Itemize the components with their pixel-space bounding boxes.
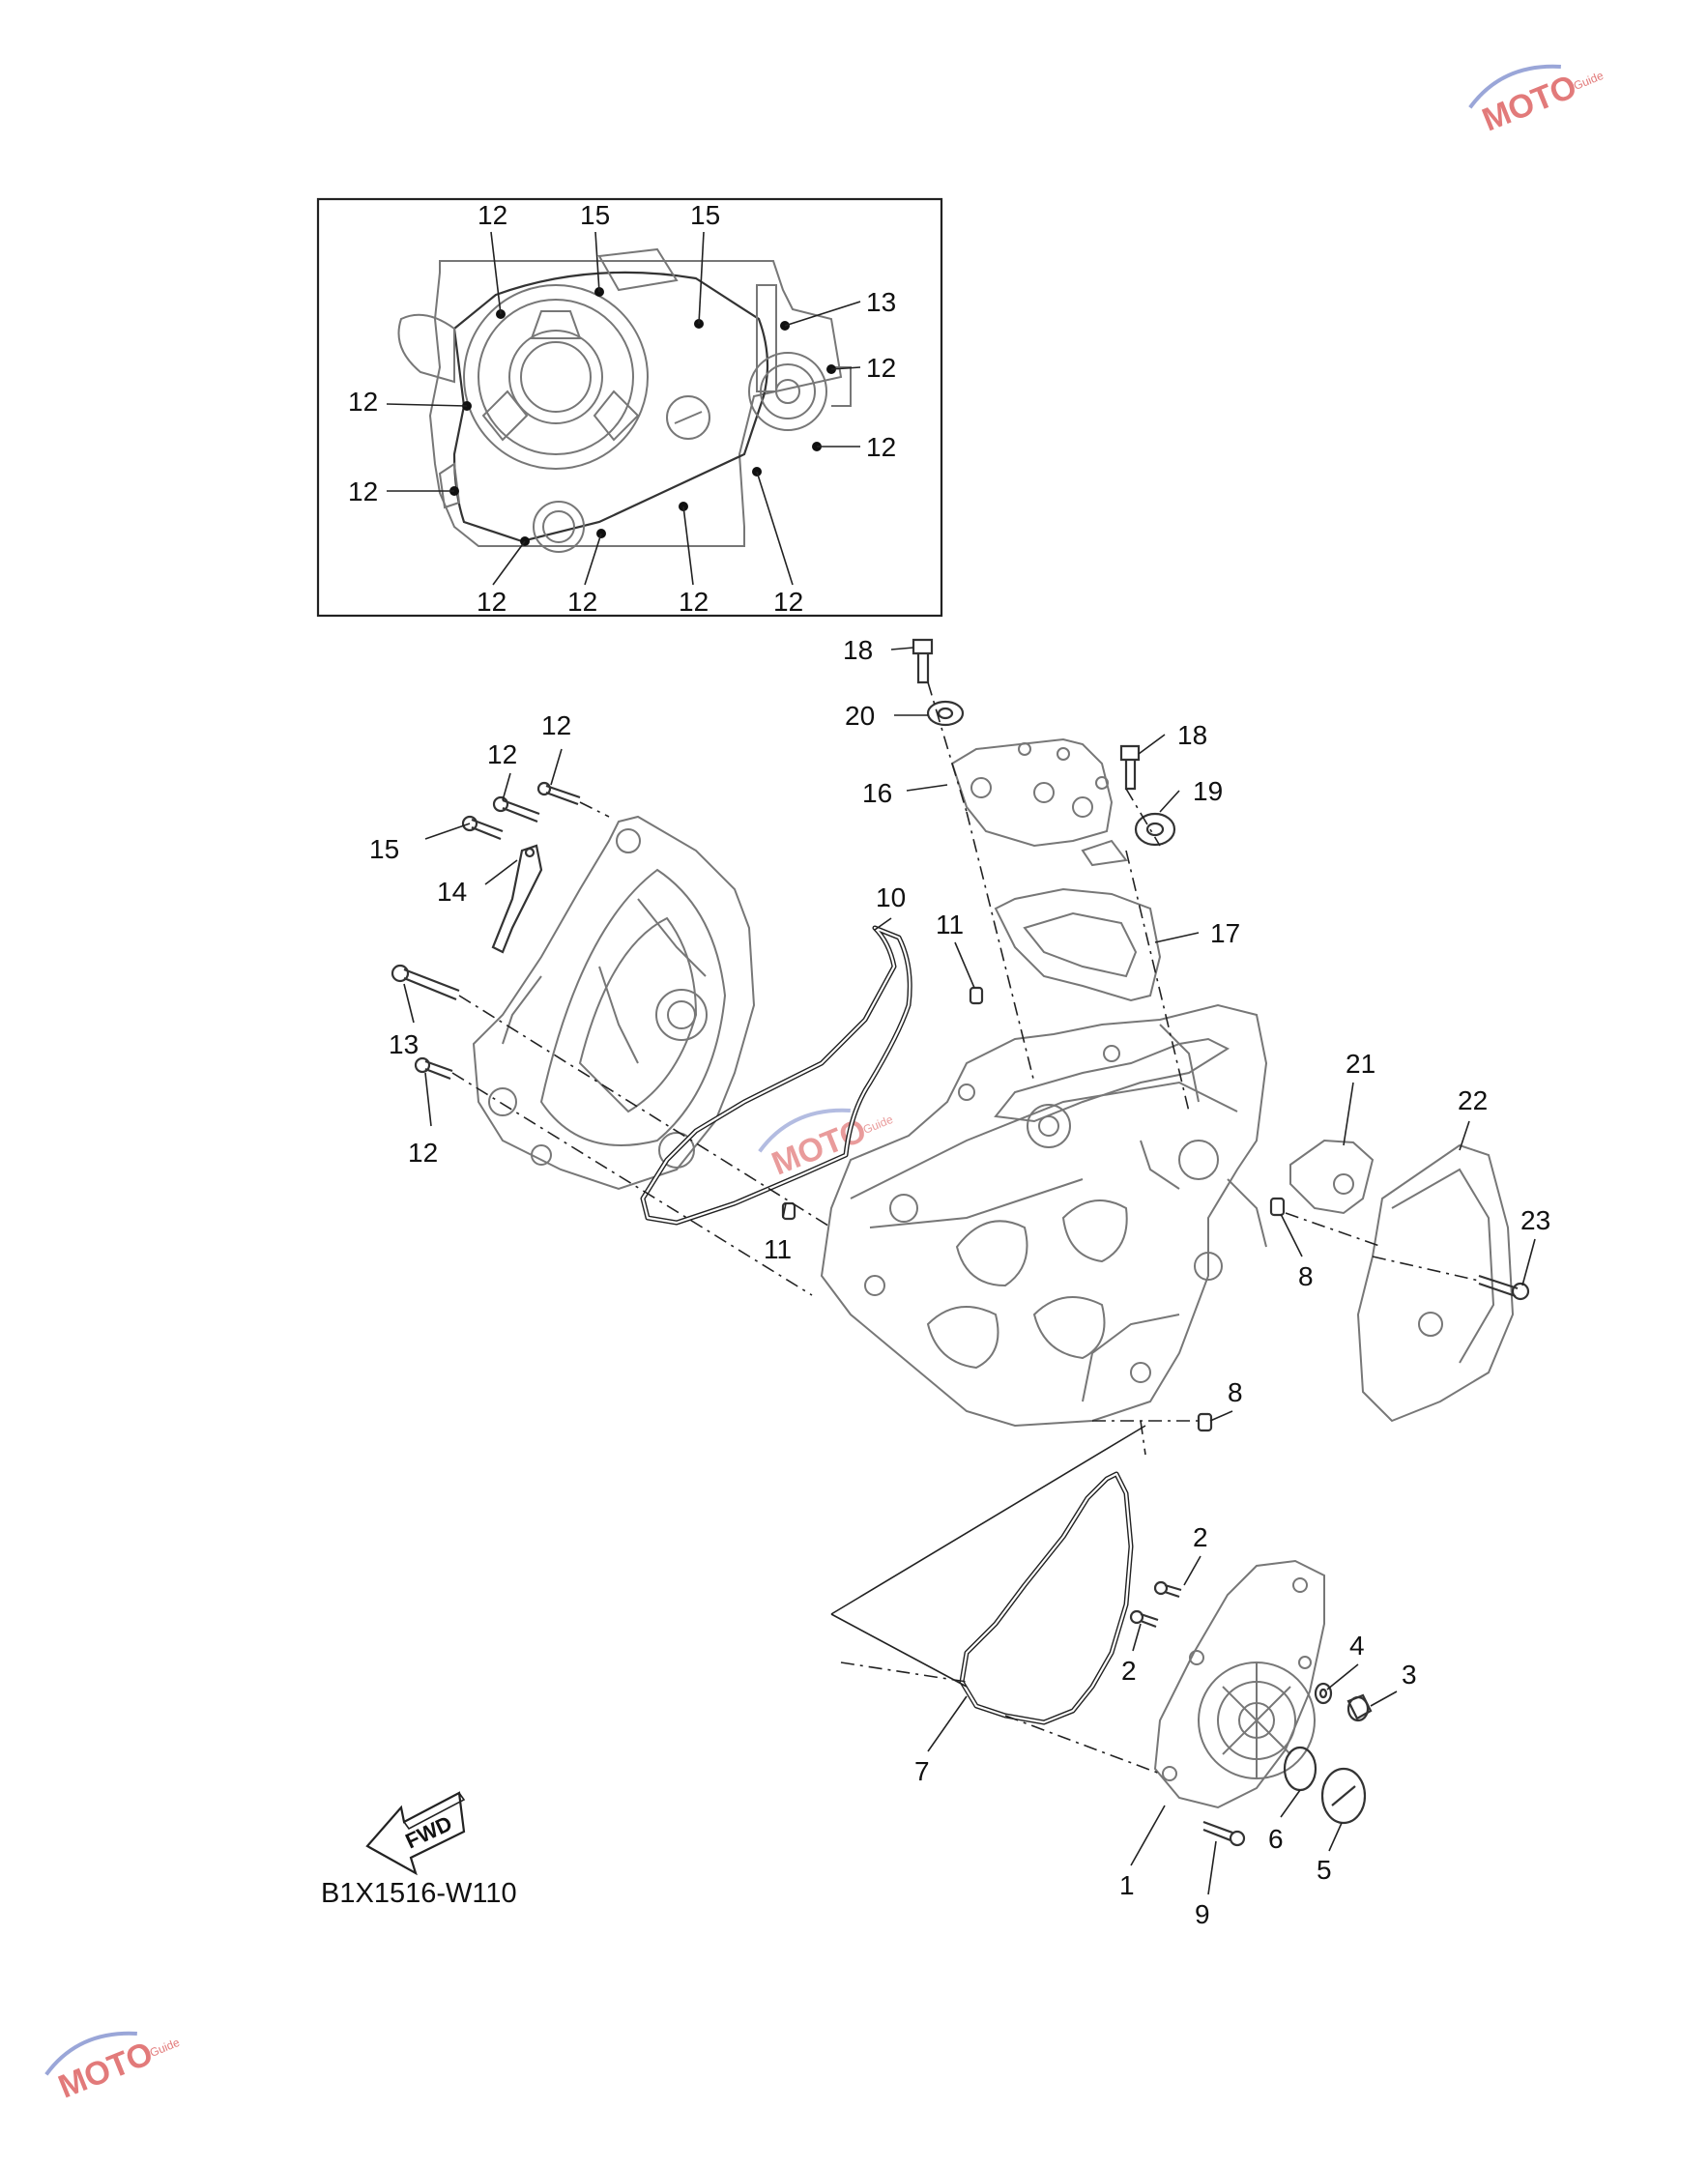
watermark-sub: Guide: [1572, 69, 1606, 93]
callout: 6: [1268, 1824, 1284, 1854]
grommet-19: [1134, 812, 1176, 847]
callout: 8: [1228, 1377, 1243, 1407]
cover-21: [1289, 1139, 1375, 1215]
callout: 13: [389, 1029, 419, 1059]
callout: 12: [487, 739, 517, 769]
inset-leader-lines: [386, 231, 861, 586]
watermark-bottom-left: MOTO Guide: [44, 2031, 182, 2106]
fwd-arrow-icon: FWD: [365, 1791, 466, 1876]
callout: 4: [1349, 1631, 1365, 1661]
inset-view: [316, 197, 943, 618]
callout: 12: [478, 200, 507, 230]
watermark-top-right: MOTO Guide: [1468, 64, 1606, 139]
callout: 12: [348, 387, 378, 417]
callout: 9: [1195, 1899, 1210, 1929]
bolt-18-top: [912, 638, 934, 684]
callout: 20: [845, 701, 875, 731]
main-callouts: 18 20 16 18 19 17 12 12 15 14 10 11 13 1…: [369, 635, 1550, 1929]
bolt-12-lower-left: [414, 1056, 453, 1081]
callout: 15: [369, 834, 399, 864]
callout: 21: [1346, 1049, 1375, 1079]
watermark-sub: Guide: [861, 1112, 895, 1137]
washer-20: [926, 700, 965, 727]
callout: 12: [567, 587, 597, 617]
dowel-8-right: [1269, 1197, 1286, 1217]
callout: 12: [866, 432, 896, 462]
callout: 12: [679, 587, 709, 617]
callout: 11: [936, 910, 964, 939]
main-leader-lines: [403, 647, 1536, 1895]
callout: 12: [477, 587, 507, 617]
callout: 19: [1193, 776, 1223, 806]
callout: 18: [843, 635, 873, 665]
watermark-center: MOTO Guide: [758, 1108, 895, 1183]
callout: 11: [764, 1234, 792, 1264]
callout: 7: [914, 1756, 930, 1786]
dowel-11-upper: [969, 986, 984, 1005]
callout: 3: [1402, 1660, 1417, 1690]
bolt-13-left: [391, 964, 460, 1001]
breather-cover-gasket: [994, 887, 1162, 1002]
callout: 13: [866, 287, 896, 317]
dowel-11-lower: [781, 1201, 796, 1221]
watermark-brand: MOTO: [767, 1112, 871, 1182]
bolts-12-15-left: [461, 781, 581, 841]
plug-5: [1320, 1767, 1367, 1825]
generator-cover-gasket: [959, 1471, 1134, 1725]
crankcase-block: [820, 1003, 1268, 1428]
callout: 12: [348, 477, 378, 506]
callout: 15: [580, 200, 610, 230]
crankcase-cover-gasket: [640, 925, 912, 1226]
callout: 15: [690, 200, 720, 230]
callout: 1: [1119, 1870, 1135, 1900]
oil-pan-plate: [994, 1037, 1230, 1123]
callout: 23: [1520, 1205, 1550, 1235]
projection-lines: [830, 1425, 1146, 1688]
bolt-18-right: [1119, 744, 1141, 791]
callout: 17: [1210, 918, 1240, 948]
breather-cover: [950, 737, 1128, 867]
callout: 10: [876, 882, 906, 912]
generator-cover-1: [1153, 1559, 1325, 1809]
plug-3: [1346, 1693, 1373, 1722]
bolt-23: [1478, 1274, 1530, 1301]
washer-4: [1314, 1682, 1333, 1705]
alignment-lines: [451, 681, 1480, 1775]
callout: 2: [1193, 1522, 1208, 1552]
bolts-2: [1129, 1580, 1182, 1629]
callout: 12: [408, 1138, 438, 1168]
callout: 12: [866, 353, 896, 383]
callout: 14: [437, 877, 467, 907]
bracket-14: [491, 844, 543, 954]
callout: 5: [1317, 1855, 1332, 1885]
inset-crankcase-cover-drawing: [397, 247, 852, 553]
callout: 18: [1177, 720, 1207, 750]
callout: 2: [1121, 1656, 1137, 1686]
inset-callouts: 12 15 15 13 12 12 12 12 12 12 12 12: [348, 200, 896, 617]
watermark-brand: MOTO: [53, 2035, 158, 2105]
callout: 22: [1458, 1085, 1488, 1115]
crankcase-left-cover: [472, 815, 756, 1191]
callout: 12: [541, 710, 571, 740]
drawing-code: B1X1516-W110: [321, 1878, 517, 1909]
dowel-8-bottom: [1197, 1412, 1213, 1432]
callout: 16: [862, 778, 892, 808]
sprocket-cover-22: [1356, 1143, 1515, 1423]
bolt-9: [1202, 1820, 1246, 1847]
watermark-brand: MOTO: [1477, 68, 1581, 138]
watermark-sub: Guide: [148, 2036, 182, 2060]
callout: 12: [773, 587, 803, 617]
callout: 8: [1298, 1261, 1314, 1291]
